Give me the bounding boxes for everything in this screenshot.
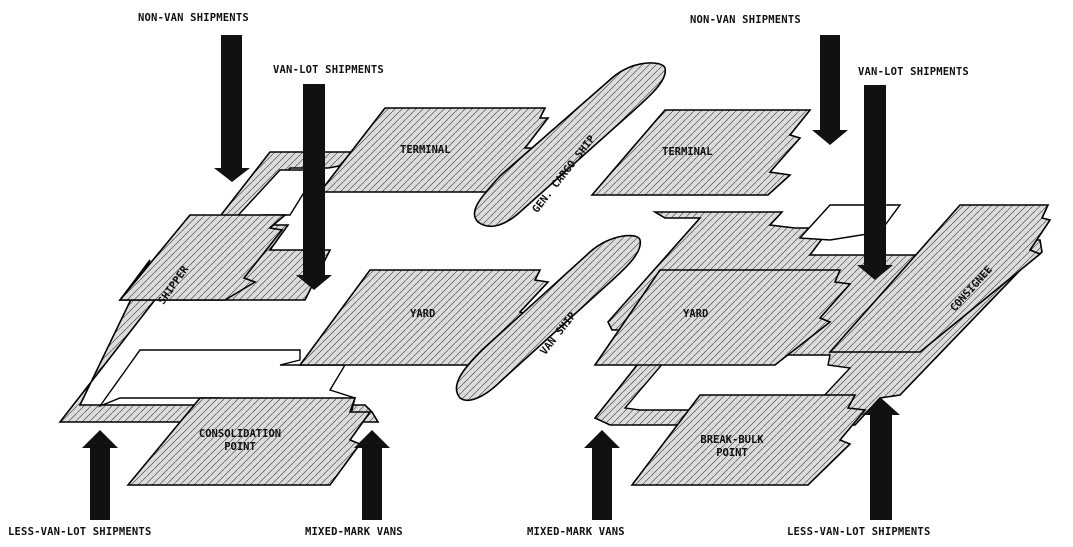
consolidation-line2: POINT bbox=[172, 441, 308, 454]
consolidation-line1: CONSOLIDATION bbox=[172, 428, 308, 441]
right-mixed-mark-label: MIXED-MARK VANS bbox=[527, 526, 625, 538]
right-van-lot-label: VAN-LOT SHIPMENTS bbox=[858, 66, 969, 78]
left-less-van-lot-arrow bbox=[82, 430, 118, 520]
left-van-lot-label: VAN-LOT SHIPMENTS bbox=[273, 64, 384, 76]
left-mixed-mark-arrow bbox=[354, 430, 390, 520]
right-less-van-lot-arrow bbox=[862, 398, 900, 520]
right-terminal-label: TERMINAL bbox=[662, 146, 713, 159]
right-mixed-mark-arrow bbox=[584, 430, 620, 520]
right-non-van-label: NON-VAN SHIPMENTS bbox=[690, 14, 801, 26]
right-van-lot-arrow bbox=[857, 85, 893, 280]
left-less-van-lot-label: LESS-VAN-LOT SHIPMENTS bbox=[8, 526, 151, 538]
left-non-van-arrow bbox=[214, 35, 250, 182]
break-bulk-label: BREAK-BULK POINT bbox=[672, 434, 792, 460]
left-terminal-label: TERMINAL bbox=[400, 144, 451, 157]
break-bulk-line1: BREAK-BULK bbox=[672, 434, 792, 447]
left-non-van-label: NON-VAN SHIPMENTS bbox=[138, 12, 249, 24]
right-yard-label: YARD bbox=[683, 308, 708, 321]
break-bulk-line2: POINT bbox=[672, 447, 792, 460]
left-yard-label: YARD bbox=[410, 308, 435, 321]
right-less-van-lot-label: LESS-VAN-LOT SHIPMENTS bbox=[787, 526, 930, 538]
left-mixed-mark-label: MIXED-MARK VANS bbox=[305, 526, 403, 538]
right-non-van-arrow bbox=[812, 35, 848, 145]
consolidation-label: CONSOLIDATION POINT bbox=[172, 428, 308, 454]
